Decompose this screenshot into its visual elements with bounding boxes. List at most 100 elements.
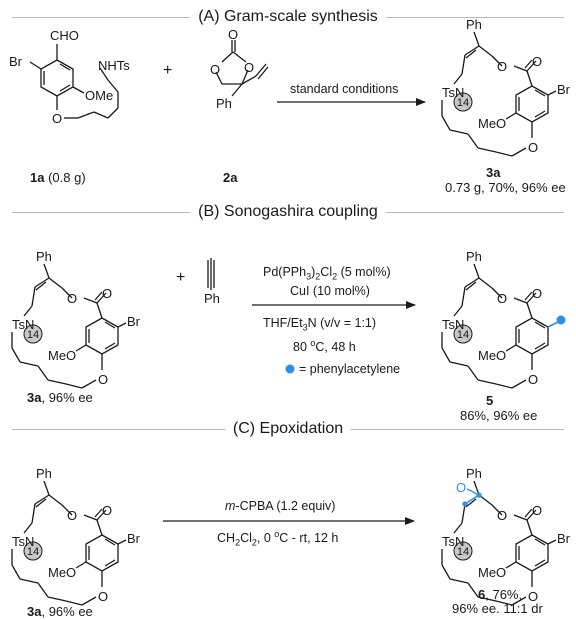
compound-3a-sm-c-structure xyxy=(11,480,127,606)
reaction-conditions: standard conditions xyxy=(290,82,399,96)
atom-label-tsn: TsN xyxy=(442,85,465,100)
compound-label-3a: 3a, 96% ee xyxy=(27,390,93,406)
atom-label-tsn: TsN xyxy=(12,534,35,549)
ring-size-badge xyxy=(453,541,473,561)
atom-label-ph: Ph xyxy=(466,249,482,264)
section-header-c: (C) Epoxidation xyxy=(0,418,576,442)
atom-label-meo: MeO xyxy=(48,348,77,363)
ring-size-label: 14 xyxy=(456,329,470,341)
atom-label-ph: Ph xyxy=(466,17,482,32)
ring-size-badge xyxy=(453,324,473,344)
atom-label-o: O xyxy=(98,372,109,387)
ring-size-label: 14 xyxy=(456,97,470,109)
atom-label-br: Br xyxy=(127,314,140,329)
compound-6-structure xyxy=(441,480,557,606)
atom-label-tsn: TsN xyxy=(442,534,465,549)
compound-ee: , 96% ee xyxy=(41,390,93,405)
ring-size-label: 14 xyxy=(26,329,40,341)
product-yield-2: 96% ee. 11:1 dr xyxy=(452,601,543,616)
phenylacetylene-legend-dot xyxy=(285,364,295,374)
compound-id: 5 xyxy=(486,393,494,408)
epoxide-oxygen-label: O xyxy=(456,480,467,495)
atom-label-o: O xyxy=(528,589,539,604)
compound-3a-sm-structure xyxy=(11,263,127,389)
compound-label-3a: 3a, 96% ee xyxy=(27,604,93,620)
compound-3a-product-structure xyxy=(441,31,557,157)
atom-label-o: O xyxy=(67,508,78,523)
atom-label-o: O xyxy=(210,62,221,77)
section-header-a: (A) Gram-scale synthesis xyxy=(0,6,576,30)
atom-label-o: O xyxy=(497,508,508,523)
atom-label-o: O xyxy=(244,60,255,75)
plus-sign: + xyxy=(163,62,173,79)
ring-size-badge xyxy=(23,324,43,344)
compound-ee: , 96% ee xyxy=(41,604,93,619)
product-yield: 86%, 96% ee xyxy=(460,408,538,423)
compound-id: 6 xyxy=(478,587,486,602)
reagent-line: m-CPBA (1.2 equiv) xyxy=(225,499,336,513)
atom-label-ph: Ph xyxy=(36,466,52,481)
atom-label-cho: CHO xyxy=(50,28,79,43)
atom-label-ome: OMe xyxy=(85,88,114,103)
ring-size-label: 14 xyxy=(456,546,470,558)
product-yield: , 76%, xyxy=(485,587,523,602)
legend-text: = phenylacetylene xyxy=(299,362,401,376)
atom-label-br: Br xyxy=(9,54,22,69)
atom-label-br: Br xyxy=(557,531,570,546)
section-header-b: (B) Sonogashira coupling xyxy=(0,201,576,225)
atom-label-o: O xyxy=(102,503,113,518)
compound-label-3a: 3a xyxy=(486,165,500,181)
atom-label-tsn: TsN xyxy=(442,317,465,332)
phenylacetylene-structure xyxy=(207,258,215,290)
atom-label-ph: Ph xyxy=(466,466,482,481)
atom-label-ph: Ph xyxy=(216,96,232,111)
atom-label-br: Br xyxy=(557,82,570,97)
compound-2a-structure xyxy=(215,40,269,97)
compound-id: 3a xyxy=(27,390,42,405)
atom-label-br: Br xyxy=(127,531,140,546)
plus-sign: + xyxy=(176,269,186,286)
compound-label-5: 5 xyxy=(486,393,493,409)
cocatalyst-line: CuI (10 mol%) xyxy=(290,284,370,298)
solvent-temp-line: CH2Cl2, 0 oC - rt, 12 h xyxy=(217,529,339,548)
compound-id: 3a xyxy=(486,165,501,180)
section-title-a: (A) Gram-scale synthesis xyxy=(190,8,386,25)
compound-id: 1a xyxy=(30,170,45,185)
atom-label-meo: MeO xyxy=(48,565,77,580)
compound-id: 2a xyxy=(223,170,238,185)
atom-label-nhts: NHTs xyxy=(98,58,130,73)
atom-label-o: O xyxy=(532,503,543,518)
compound-id: 3a xyxy=(27,604,42,619)
compound-label-1a: 1a (0.8 g) xyxy=(30,170,86,186)
catalyst-line: Pd(PPh3)2Cl2 (5 mol%) xyxy=(263,265,391,282)
atom-label-ph: Ph xyxy=(204,291,220,306)
product-yield: 0.73 g, 70%, 96% ee xyxy=(445,180,566,195)
compound-label-2a: 2a xyxy=(223,170,237,186)
atom-label-meo: MeO xyxy=(478,348,507,363)
compound-amount: (0.8 g) xyxy=(44,170,86,185)
atom-label-o: O xyxy=(532,286,543,301)
atom-label-meo: MeO xyxy=(478,565,507,580)
atom-label-tsn: TsN xyxy=(12,317,35,332)
atom-label-o: O xyxy=(497,59,508,74)
atom-label-o: O xyxy=(228,27,239,42)
section-title-b: (B) Sonogashira coupling xyxy=(190,203,386,220)
compound-label-6: 6, 76%, xyxy=(478,587,522,603)
compound-1a-structure xyxy=(29,44,119,119)
temperature-line: 80 oC, 48 h xyxy=(293,338,356,355)
atom-label-o: O xyxy=(98,589,109,604)
solvent-line: THF/Et3N (v/v = 1:1) xyxy=(263,316,377,333)
atom-label-o: O xyxy=(528,372,539,387)
compound-5-structure xyxy=(441,263,566,389)
ring-size-label: 14 xyxy=(26,546,40,558)
section-title-c: (C) Epoxidation xyxy=(224,420,352,437)
atom-label-meo: MeO xyxy=(478,116,507,131)
atom-label-o: O xyxy=(497,291,508,306)
atom-label-o: O xyxy=(67,291,78,306)
ring-size-badge xyxy=(453,92,473,112)
atom-label-o: O xyxy=(532,54,543,69)
ring-size-badge xyxy=(23,541,43,561)
atom-label-o: O xyxy=(528,140,539,155)
atom-label-o: O xyxy=(102,286,113,301)
